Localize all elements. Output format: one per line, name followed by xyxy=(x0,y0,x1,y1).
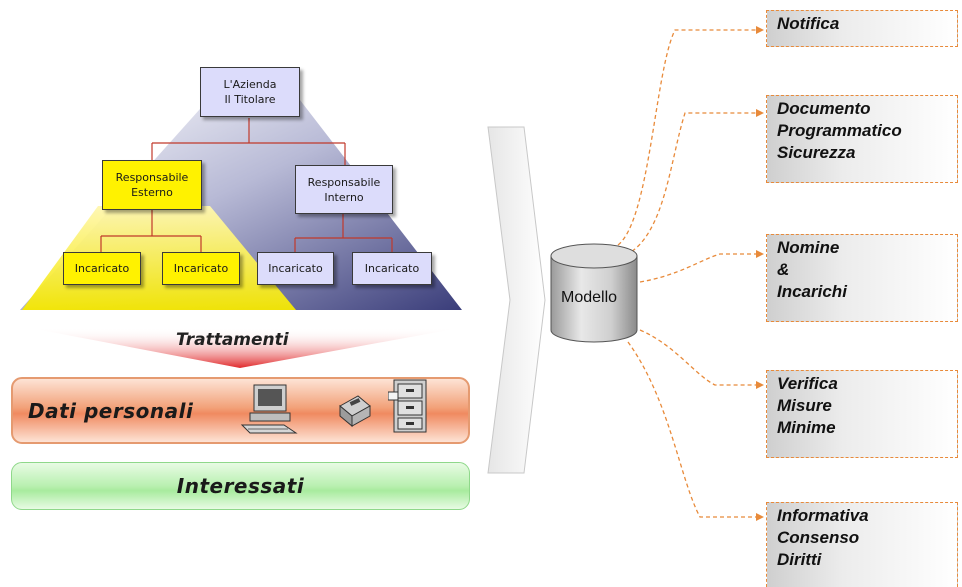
resp-esterno-box: Responsabile Esterno xyxy=(102,160,202,210)
branch-arrowheads xyxy=(756,26,764,521)
incaricato-box: Incaricato xyxy=(352,252,432,285)
branch-lines xyxy=(617,29,758,518)
incaricato-box: Incaricato xyxy=(257,252,334,285)
incaricato-label: Incaricato xyxy=(268,262,323,275)
output-line: Consenso xyxy=(777,528,860,547)
incaricato-label: Incaricato xyxy=(74,262,130,275)
output-nomine: Nomine & Incarichi xyxy=(766,234,958,322)
incaricato-label: Incaricato xyxy=(364,262,420,275)
output-line: Informativa xyxy=(777,506,869,525)
output-line: Programmatico xyxy=(777,121,902,140)
trattamenti-label: Trattamenti xyxy=(176,330,289,350)
output-line: Nomine xyxy=(777,238,840,257)
output-line: Verifica xyxy=(777,374,838,393)
org-connectors xyxy=(100,118,393,252)
output-dps: Documento Programmatico Sicurezza xyxy=(766,95,958,183)
output-verifica: Verifica Misure Minime xyxy=(766,370,958,458)
output-line: Sicurezza xyxy=(777,143,856,162)
trattamenti-funnel xyxy=(30,328,460,368)
resp-interno-line2: Interno xyxy=(324,190,364,204)
output-line: Documento xyxy=(777,99,871,118)
output-line: Diritti xyxy=(777,550,822,569)
azienda-box: L'Azienda Il Titolare xyxy=(200,67,300,117)
interessati-band: Interessati xyxy=(11,462,470,510)
resp-interno-box: Responsabile Interno xyxy=(295,165,393,214)
incaricato-box: Incaricato xyxy=(162,252,240,285)
output-line: & xyxy=(777,260,790,279)
output-line: Notifica xyxy=(777,14,840,33)
interessati-label: Interessati xyxy=(176,474,305,498)
output-notifica: Notifica xyxy=(766,10,958,47)
modello-label: Modello xyxy=(561,289,618,306)
resp-interno-line1: Responsabile xyxy=(307,175,381,189)
resp-esterno-line1: Responsabile xyxy=(115,171,189,184)
incaricato-label: Incaricato xyxy=(173,262,229,275)
output-line: Incarichi xyxy=(777,282,847,301)
dati-personali-label: Dati personali xyxy=(28,398,194,423)
chevron-arrow-shape xyxy=(487,126,546,474)
incaricato-box: Incaricato xyxy=(63,252,141,285)
disk-drive-icon xyxy=(339,395,371,428)
database-cylinder-icon xyxy=(550,243,638,343)
output-line: Misure xyxy=(777,396,832,415)
output-line: Minime xyxy=(777,418,836,437)
filing-cabinet-icon xyxy=(388,379,427,433)
resp-esterno-line2: Esterno xyxy=(131,186,173,199)
azienda-line2: Il Titolare xyxy=(224,93,276,106)
azienda-line1: L'Azienda xyxy=(223,78,277,91)
computer-icon xyxy=(240,384,298,434)
output-informativa: Informativa Consenso Diritti xyxy=(766,502,958,587)
